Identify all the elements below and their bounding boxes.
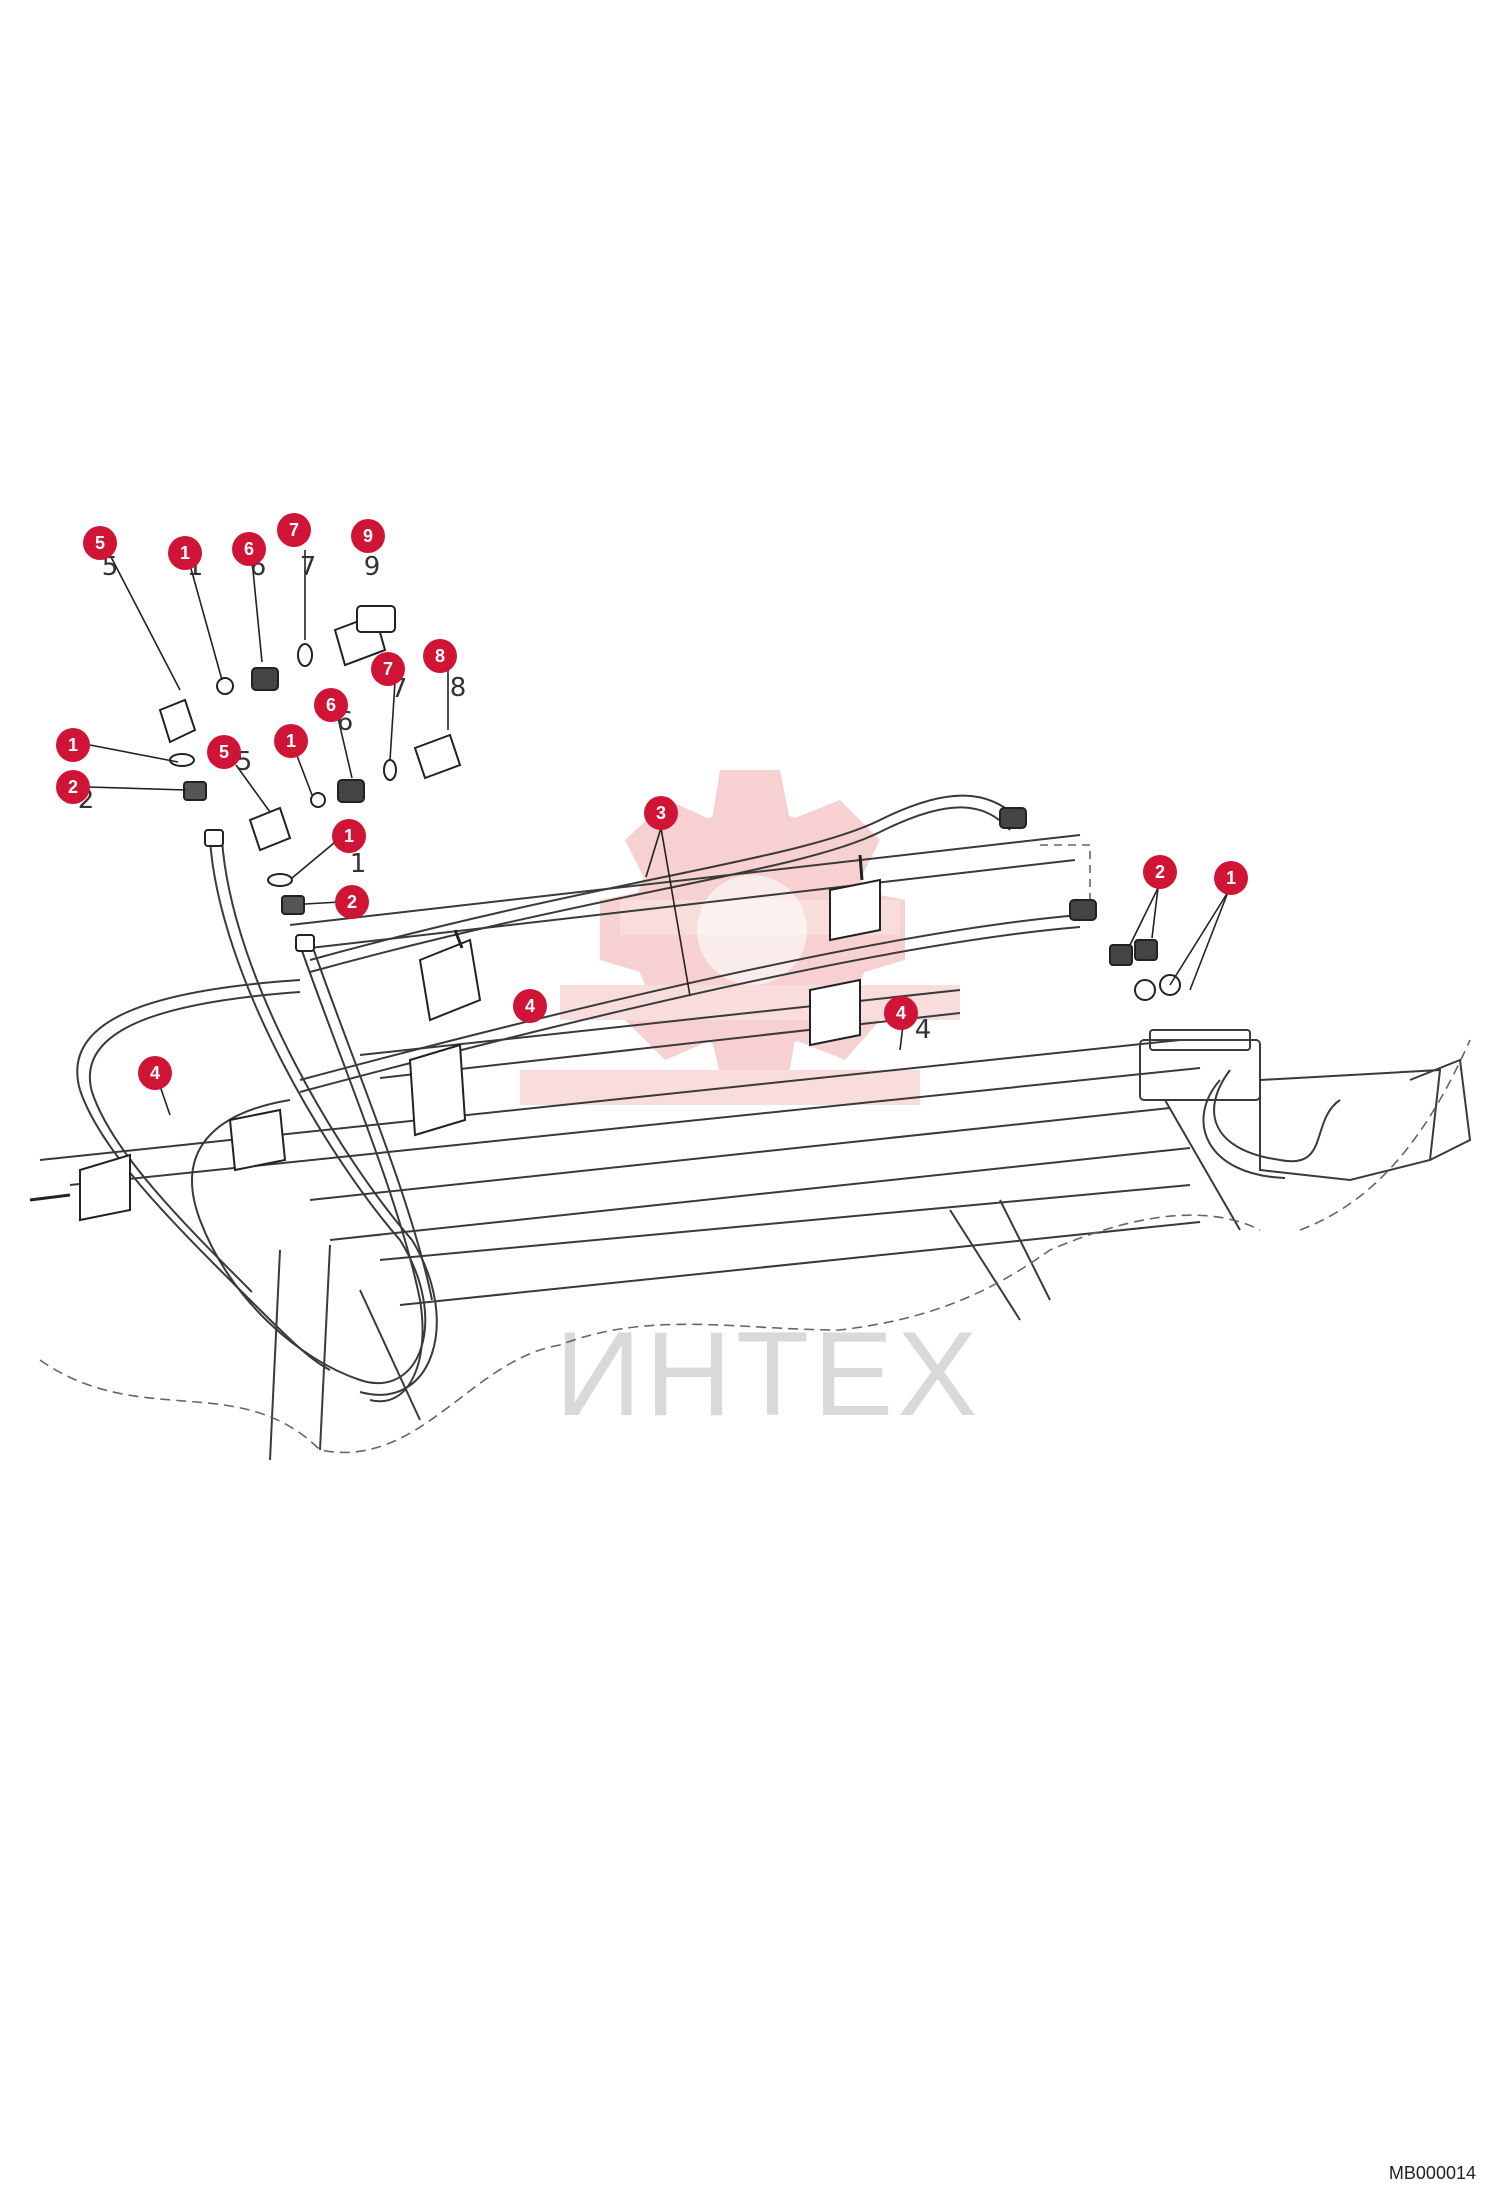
- callout-circle: [335, 885, 369, 919]
- callout-number: 6: [244, 539, 254, 559]
- callout-number: 7: [383, 659, 393, 679]
- callout-c-1-left: 1: [56, 728, 90, 762]
- callout-c-6-mid: 6: [314, 688, 348, 722]
- callout-circle: [138, 1056, 172, 1090]
- callout-number: 5: [219, 742, 229, 762]
- leader-lines: [87, 550, 1229, 1116]
- part-number-p-1-low: 1: [350, 849, 367, 879]
- callout-number: 8: [435, 646, 445, 666]
- callout-number: 3: [656, 803, 666, 823]
- callout-c-7-top: 7: [277, 513, 311, 547]
- callout-circle: [1143, 855, 1177, 889]
- callout-circle: [1214, 861, 1248, 895]
- clamps: [29, 854, 881, 1222]
- callout-number: 1: [68, 735, 78, 755]
- callout-number: 5: [95, 533, 105, 553]
- callout-circle: [83, 526, 117, 560]
- callout-c-5-top: 5: [83, 526, 117, 560]
- callout-c-1-low: 1: [332, 819, 366, 853]
- callout-c-5-mid: 5: [207, 735, 241, 769]
- callout-c-1-right: 1: [1214, 861, 1248, 895]
- callout-circle: [351, 519, 385, 553]
- callout-c-4-center: 4: [513, 989, 547, 1023]
- callout-c-4-left: 4: [138, 1056, 172, 1090]
- callout-circle: [423, 639, 457, 673]
- callout-number: 4: [525, 996, 535, 1016]
- callout-circle: [232, 532, 266, 566]
- callout-number: 1: [180, 543, 190, 563]
- part-number-p-9-top: 9: [364, 552, 381, 582]
- callout-number: 4: [150, 1063, 160, 1083]
- callout-circle: [314, 688, 348, 722]
- callout-number: 1: [286, 731, 296, 751]
- callout-c-2-low: 2: [335, 885, 369, 919]
- fittings: [158, 605, 1181, 1001]
- document-code: MB000014: [1388, 2163, 1476, 2183]
- callout-circle: [207, 735, 241, 769]
- part-number-p-8-top: 8: [450, 673, 467, 703]
- callout-circle: [168, 536, 202, 570]
- callout-c-2-left: 2: [56, 770, 90, 804]
- callout-number: 1: [344, 826, 354, 846]
- callout-circle: [644, 796, 678, 830]
- callout-c-4-right: 4: [884, 996, 918, 1030]
- callout-c-9-top: 9: [351, 519, 385, 553]
- callout-c-8-top: 8: [423, 639, 457, 673]
- callout-number: 1: [1226, 868, 1236, 888]
- callout-circle: [371, 652, 405, 686]
- callout-c-1-mid: 1: [274, 724, 308, 758]
- callout-number: 7: [289, 520, 299, 540]
- callout-c-6-top: 6: [232, 532, 266, 566]
- callout-c-7-mid: 7: [371, 652, 405, 686]
- hoses: [76, 794, 1341, 1403]
- watermark-text: ИНТЕХ: [555, 1307, 981, 1441]
- callout-circle: [277, 513, 311, 547]
- callout-circle: [332, 819, 366, 853]
- callout-number: 2: [68, 777, 78, 797]
- callout-circle: [513, 989, 547, 1023]
- callout-circle: [56, 728, 90, 762]
- callout-number: 6: [326, 695, 336, 715]
- part-number-p-7-top: 7: [300, 552, 317, 582]
- callout-c-1-top: 1: [168, 536, 202, 570]
- callout-c-2-right: 2: [1143, 855, 1177, 889]
- callout-circle: [274, 724, 308, 758]
- part-number-p-4-right: 4: [915, 1015, 932, 1045]
- part-number-p-5-top: 5: [102, 552, 119, 582]
- callout-number: 2: [1155, 862, 1165, 882]
- callout-number: 4: [896, 1003, 906, 1023]
- callout-circle: [884, 996, 918, 1030]
- callout-circle: [56, 770, 90, 804]
- callout-number: 2: [347, 892, 357, 912]
- callout-number: 9: [363, 526, 373, 546]
- callout-c-3: 3: [644, 796, 678, 830]
